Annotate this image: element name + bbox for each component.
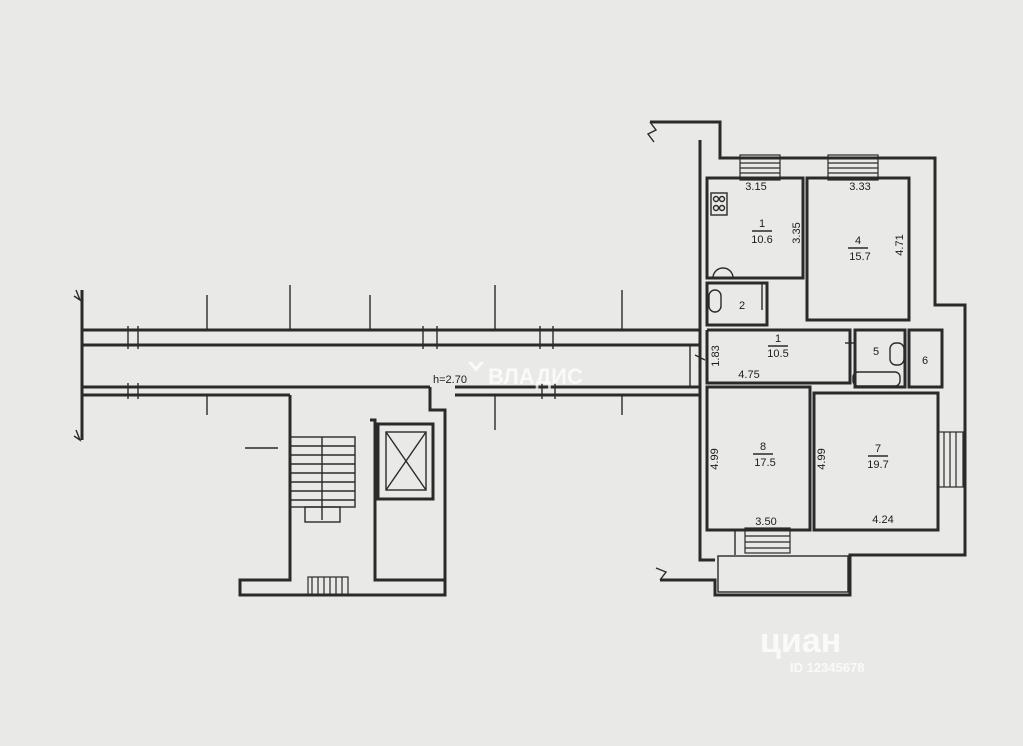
dim-room7-depth: 4.99: [816, 448, 828, 469]
room-3-area: 10.6: [751, 234, 772, 246]
dim-room4-depth: 4.71: [894, 234, 906, 255]
cian-watermark-text: циан: [760, 622, 841, 660]
dim-room8-width: 3.50: [755, 516, 776, 528]
room-8-outline: [705, 385, 812, 532]
bathtub-icon: [852, 371, 901, 387]
stair-core-walls: [238, 395, 447, 597]
dim-room1-width: 4.75: [738, 369, 759, 381]
dim-room4-width: 3.33: [849, 181, 870, 193]
cian-watermark-id: ID 12345678: [790, 660, 864, 675]
room-1-number: 1: [775, 333, 781, 345]
apartment-envelope: [646, 120, 967, 597]
corridor-door-ticks: [127, 326, 556, 399]
room-5-number: 5: [873, 346, 879, 358]
room-4-number: 4: [855, 235, 861, 247]
apartment-outer-wall: [650, 120, 967, 597]
room-4-area: 15.7: [849, 251, 870, 263]
room-3-number: 1: [759, 218, 765, 230]
stair-treads: [290, 437, 355, 523]
stove-icon: [710, 192, 728, 216]
break-mark-north: [646, 121, 658, 143]
apartment-inner-wall: [698, 140, 715, 562]
cian-watermark: циан ID 12345678: [760, 622, 864, 675]
balcony: [717, 555, 849, 593]
room-1-area: 10.5: [767, 348, 788, 360]
room-5-outline: [853, 328, 907, 389]
windows: [739, 154, 964, 554]
stair-core: [238, 387, 447, 597]
room-6-outline: [907, 328, 944, 389]
stair-window: [307, 576, 349, 596]
vladis-watermark-text: ВЛАДИС: [488, 364, 583, 389]
sink-icon: [712, 267, 734, 279]
room-6-number: 6: [922, 355, 928, 367]
stair-core-right-wall: [428, 387, 447, 580]
break-mark-west-bottom: [73, 429, 82, 442]
vladis-logo-icon: [468, 362, 484, 372]
dim-room8-depth: 4.99: [709, 448, 721, 469]
room-4-outline: [805, 176, 911, 322]
room-8-number: 8: [760, 441, 766, 453]
dim-room3-width: 3.15: [745, 181, 766, 193]
dim-room1-depth: 1.83: [710, 345, 722, 366]
room-labels: 1 10.6 4 15.7 2 1 10.5 5 6 8 17.5 7 19.7: [739, 218, 928, 471]
dim-room7-width: 4.24: [872, 514, 893, 526]
elevator-cab: [385, 431, 427, 491]
toilet-icon: [708, 289, 722, 313]
room-2-number: 2: [739, 300, 745, 312]
washbasin-icon: [889, 342, 905, 366]
room-3-outline: [705, 176, 805, 280]
break-mark-south: [655, 567, 668, 581]
vladis-watermark: ВЛАДИС: [468, 362, 583, 389]
room-1-outline: [705, 328, 852, 385]
dimension-labels: 3.15 3.33 3.35 4.71 1.83 4.75 4.99 4.99 …: [709, 181, 906, 528]
corridor: [73, 285, 700, 442]
room-2-outline: [705, 281, 769, 327]
room-7-number: 7: [875, 443, 881, 455]
elevator-shaft: [376, 422, 435, 501]
room-8-area: 17.5: [754, 457, 775, 469]
break-mark-west-top: [73, 289, 82, 302]
ceiling-height: h=2.70: [433, 374, 467, 386]
rooms: [705, 176, 944, 532]
dim-room3-depth: 3.35: [791, 222, 803, 243]
room-7-area: 19.7: [867, 459, 888, 471]
fixtures: [689, 192, 905, 555]
